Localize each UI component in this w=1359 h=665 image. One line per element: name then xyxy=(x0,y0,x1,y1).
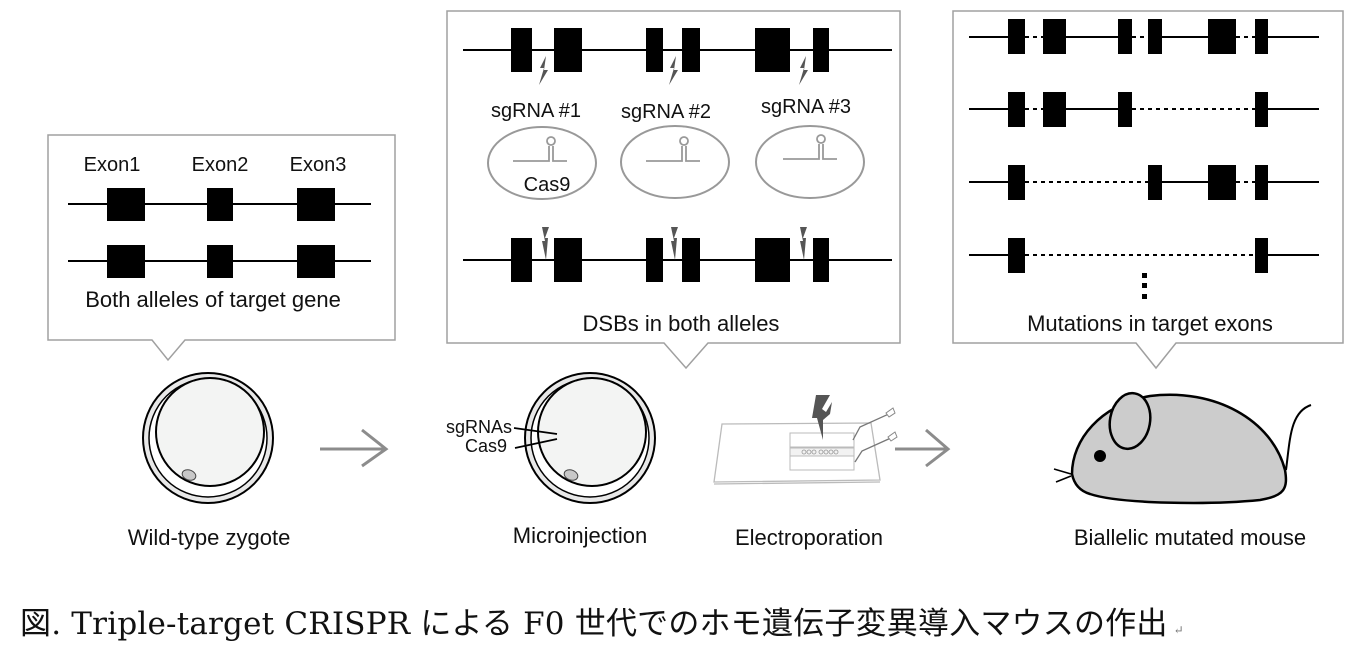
step-label-zygote: Wild-type zygote xyxy=(128,525,291,550)
exon-fragment xyxy=(1008,165,1025,200)
exon-fragment xyxy=(1208,165,1236,200)
panel-dsbs: sgRNA #1 sgRNA #2 sgRNA #3 Cas9 xyxy=(446,10,901,370)
exon-label-2: Exon2 xyxy=(192,154,249,176)
mouse-body xyxy=(1070,393,1288,505)
exon-fragment xyxy=(682,238,700,282)
panel-both-alleles: Exon1 Exon2 Exon3 Both alleles of target… xyxy=(47,134,396,362)
exon-fragment xyxy=(813,238,829,282)
exon-fragment xyxy=(554,238,582,282)
exon-fragment xyxy=(755,238,790,282)
sgrna-hairpin-icon xyxy=(783,144,837,160)
lightning-icon xyxy=(542,227,549,260)
mouse-icon xyxy=(1053,391,1312,505)
mutation-row-2 xyxy=(969,92,1319,127)
exon xyxy=(207,245,233,278)
mutation-row-1 xyxy=(969,19,1319,54)
arrow-right-icon xyxy=(320,428,389,468)
sgrna-hairpin-icon xyxy=(646,146,700,162)
sgrna-label-3: sgRNA #3 xyxy=(761,96,851,118)
step-label-microinjection: Microinjection xyxy=(513,523,648,548)
mouse-eye xyxy=(1094,450,1106,462)
return-mark-icon: ↵ xyxy=(1173,623,1184,637)
arrow-right-icon xyxy=(895,428,951,468)
injection-needle-icon xyxy=(513,427,558,449)
exon-fragment xyxy=(1255,165,1268,200)
step-label-mouse: Biallelic mutated mouse xyxy=(1074,525,1306,550)
allele-1 xyxy=(68,188,371,221)
cas9-complex-3 xyxy=(755,125,865,199)
electroporation-slide-icon xyxy=(713,395,898,485)
lightning-icon xyxy=(812,395,832,440)
electrode-wire xyxy=(854,436,894,463)
exon-fragment xyxy=(554,28,582,72)
figure-caption: 図. Triple-target CRISPR による F0 世代でのホモ遺伝子… xyxy=(20,598,1350,643)
electrode-wire xyxy=(852,412,892,441)
exon-label-1: Exon1 xyxy=(84,154,141,176)
exon-fragment xyxy=(1208,19,1236,54)
exon-fragment xyxy=(682,28,700,72)
lightning-icon xyxy=(669,56,678,85)
exon xyxy=(107,188,145,221)
panel-right-caption: Mutations in target exons xyxy=(1027,311,1273,336)
mutation-row-4 xyxy=(969,238,1319,273)
mouse-ear xyxy=(1108,391,1152,451)
figure-caption-text: 図. Triple-target CRISPR による F0 世代でのホモ遺伝子… xyxy=(20,606,1168,642)
exon-fragment xyxy=(813,28,829,72)
mutation-row-3 xyxy=(969,165,1319,200)
exon-fragment xyxy=(1255,92,1268,127)
exon-fragment xyxy=(1118,19,1132,54)
panel-mutations: Mutations in target exons xyxy=(952,10,1344,370)
sgrna-label-2: sgRNA #2 xyxy=(621,101,711,123)
ellipsis-icon xyxy=(1142,273,1147,299)
injection-label-sgrnas: sgRNAs xyxy=(446,417,512,437)
exon-fragment xyxy=(646,28,663,72)
zygote-icon xyxy=(142,372,274,504)
exon xyxy=(107,245,145,278)
sgrna-label-1: sgRNA #1 xyxy=(491,100,581,122)
allele-bottom xyxy=(463,227,892,282)
mouse-tail xyxy=(1285,404,1312,471)
allele-top xyxy=(463,28,892,85)
cas9-complex-1: Cas9 xyxy=(487,126,597,200)
exon-fragment xyxy=(1148,19,1162,54)
injection-label-cas9: Cas9 xyxy=(465,436,507,456)
exon-fragment xyxy=(1008,19,1025,54)
exon-fragment xyxy=(755,28,790,72)
exon-fragment xyxy=(1255,238,1268,273)
exon-fragment xyxy=(1043,19,1066,54)
exon xyxy=(207,188,233,221)
sgrna-hairpin-icon xyxy=(513,146,567,162)
mouse-whiskers xyxy=(1053,468,1072,483)
exon-fragment xyxy=(511,238,532,282)
lightning-icon xyxy=(671,227,678,260)
exon-fragment xyxy=(1148,165,1162,200)
exon-label-3: Exon3 xyxy=(290,154,347,176)
cas9-label: Cas9 xyxy=(524,174,571,196)
allele-2 xyxy=(68,245,371,278)
exon xyxy=(297,188,335,221)
panel-middle-caption: DSBs in both alleles xyxy=(583,311,780,336)
lightning-icon xyxy=(539,56,548,85)
exon-fragment xyxy=(1008,238,1025,273)
exon-fragment xyxy=(1043,92,1066,127)
panel-left-caption: Both alleles of target gene xyxy=(85,287,341,312)
exon-fragment xyxy=(511,28,532,72)
lightning-icon xyxy=(800,227,807,260)
exon-fragment xyxy=(646,238,663,282)
injected-zygote-icon xyxy=(513,372,656,504)
exon-fragment xyxy=(1255,19,1268,54)
step-label-electroporation: Electroporation xyxy=(735,525,883,550)
exon xyxy=(297,245,335,278)
lightning-icon xyxy=(799,56,808,85)
exon-fragment xyxy=(1008,92,1025,127)
cas9-complex-2 xyxy=(620,125,730,199)
exon-fragment xyxy=(1118,92,1132,127)
